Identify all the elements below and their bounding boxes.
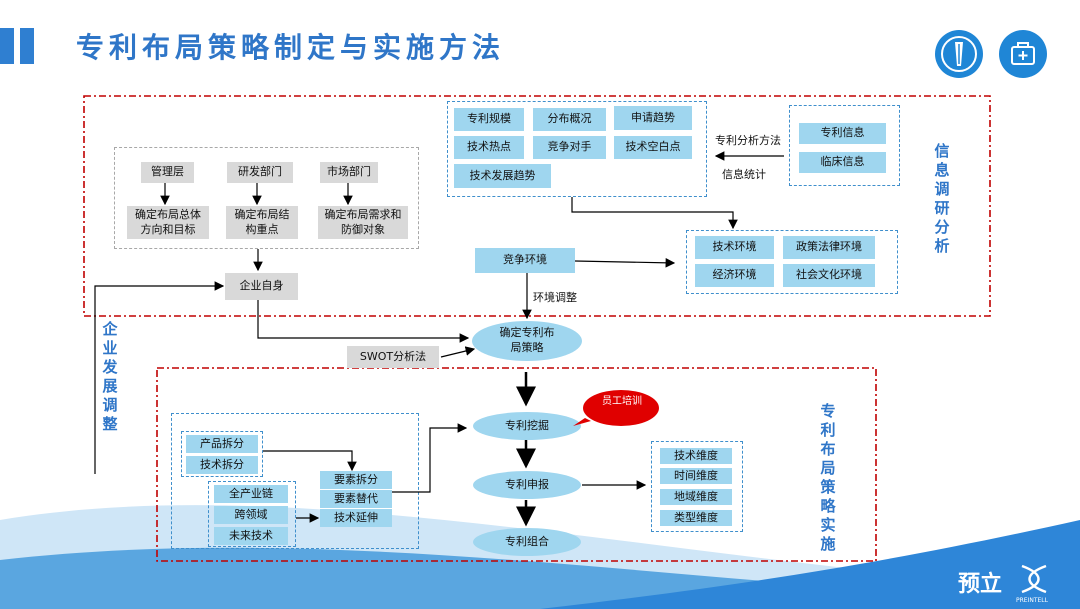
patent-analysis-group: [447, 101, 707, 197]
environment-item: 经济环境: [695, 264, 774, 287]
dimensions-group: [651, 441, 743, 532]
info-sources-group: [789, 105, 900, 186]
environments-group: [686, 230, 898, 294]
brand-logo-mark-icon: [1021, 564, 1047, 594]
chain-group: [208, 481, 296, 547]
label-env-adjust: 环境调整: [533, 291, 577, 304]
element-item: 技术延伸: [320, 509, 392, 527]
chain-item: 全产业链: [214, 485, 288, 503]
side-label-company-adjust: 企业发展调整: [102, 320, 118, 433]
split-item: 产品拆分: [186, 435, 258, 453]
analysis-item: 技术热点: [454, 136, 524, 159]
brand-logo-text: 预立: [958, 572, 1003, 597]
dept-market: 市场部门: [320, 162, 378, 183]
environment-item: 政策法律环境: [783, 236, 875, 259]
side-label-info-research: 信息调研分析: [934, 142, 950, 255]
info-source: 临床信息: [799, 152, 886, 173]
element-item: 要素拆分: [320, 471, 392, 489]
element-item: 要素替代: [320, 490, 392, 508]
chain-item: 跨领域: [214, 506, 288, 524]
analysis-item: 技术空白点: [614, 136, 692, 159]
label-analysis-method: 专利分析方法: [715, 134, 781, 147]
dimension-item: 地域维度: [660, 489, 732, 505]
info-source: 专利信息: [799, 123, 886, 144]
analysis-item: 分布概况: [533, 108, 606, 131]
pen-nib-icon: [935, 30, 983, 78]
goal-management: 确定布局总体方向和目标: [127, 206, 209, 239]
label-info-statistics: 信息统计: [722, 168, 766, 181]
brand-logo-sub: PREINTELL: [1016, 597, 1048, 604]
environment-item: 社会文化环境: [783, 264, 875, 287]
analysis-item: 竞争对手: [533, 136, 606, 159]
strategy-center: 确定专利布局策略: [472, 321, 582, 361]
departments-group: [114, 147, 419, 249]
title-accent-bar: [20, 28, 34, 64]
split-item: 技术拆分: [186, 456, 258, 474]
swot-method: SWOT分析法: [347, 346, 439, 368]
dimension-item: 技术维度: [660, 448, 732, 464]
dept-rnd: 研发部门: [227, 162, 293, 183]
medical-kit-icon: [999, 30, 1047, 78]
chain-item: 未来技术: [214, 527, 288, 545]
dimension-item: 类型维度: [660, 510, 732, 526]
analysis-item: 技术发展趋势: [454, 164, 551, 188]
page-title: 专利布局策略制定与实施方法: [76, 31, 506, 64]
flow-patent-portfolio: 专利组合: [473, 528, 581, 556]
competition-environment: 竞争环境: [475, 248, 575, 273]
title-accent-bar: [0, 28, 14, 64]
goal-rnd: 确定布局结构重点: [226, 206, 298, 239]
staff-training-label: 员工培训: [602, 396, 642, 407]
side-label-strategy-impl: 专利布局策略实施: [820, 402, 836, 553]
dimension-item: 时间维度: [660, 468, 732, 484]
flow-patent-mining: 专利挖掘: [473, 412, 581, 440]
dept-management: 管理层: [141, 162, 194, 183]
enterprise-self: 企业自身: [225, 273, 298, 300]
analysis-item: 申请趋势: [614, 106, 692, 130]
analysis-item: 专利规模: [454, 108, 524, 131]
goal-market: 确定布局需求和防御对象: [318, 206, 408, 239]
staff-training-bubble: [573, 390, 659, 426]
flow-patent-application: 专利申报: [473, 471, 581, 499]
environment-item: 技术环境: [695, 236, 774, 259]
